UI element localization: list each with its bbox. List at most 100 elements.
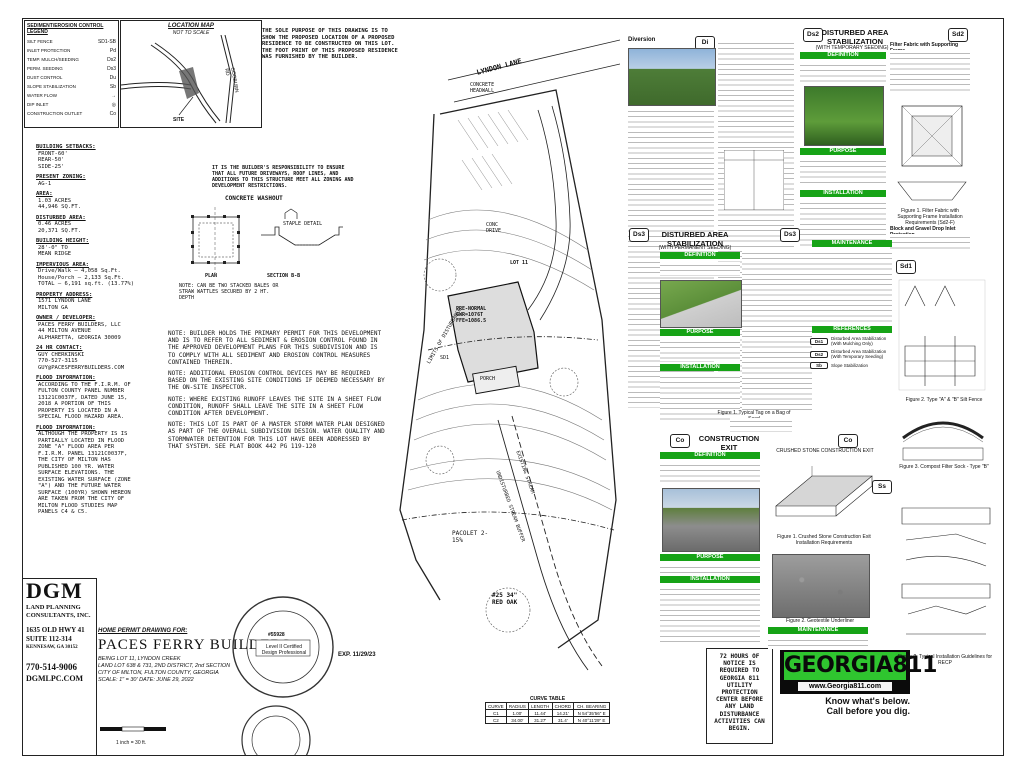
- info-heading: 24 HR CONTACT:: [36, 345, 83, 351]
- ds3-text-col2: [742, 250, 812, 410]
- know-whats-below: Know what's below. Call before you dig.: [818, 696, 910, 716]
- curve-table-cell: 31.27': [527, 716, 553, 724]
- curve-table-cell: C2: [485, 716, 507, 724]
- legend-row-label: DUST CONTROL: [27, 75, 63, 80]
- info-value: 44 MILTON AVENUE: [38, 328, 91, 334]
- ds2-photo: [804, 86, 884, 146]
- curve-table-header: LENGTH: [527, 702, 553, 710]
- ds3-definition-text: [660, 262, 740, 276]
- diversion-photo: [628, 48, 716, 106]
- legend-row-symbol: Co: [109, 110, 116, 117]
- ds2-installation-bar: INSTALLATION: [800, 190, 886, 197]
- washout-staple-label: STAPLE DETAIL: [283, 221, 323, 227]
- general-note: NOTE: ADDITIONAL EROSION CONTROL DEVICES…: [168, 370, 385, 392]
- co-purpose-text: [660, 564, 760, 574]
- scale-bar: 1 inch = 30 ft.: [100, 722, 190, 746]
- site-lot-label: LOT 11: [510, 260, 529, 266]
- reference-label: Disturbed Area Stabilization (With Mulch…: [831, 336, 887, 346]
- info-value: ACCORDING TO THE F.I.R.M. OF FULTON COUN…: [38, 381, 131, 421]
- seal-graphic: [232, 596, 334, 698]
- ds3-seed-tag-text: [730, 418, 792, 432]
- dgm-logo-block: DGM LAND PLANNING CONSULTANTS, INC. 1635…: [26, 578, 96, 753]
- maintenance-bar: MAINTENANCE: [812, 240, 892, 247]
- ds3-tag-right: Ds3: [780, 228, 800, 242]
- curve-table-header: RADIUS: [505, 702, 529, 710]
- certification-seal: #55928 Level II Certified Design Profess…: [228, 592, 338, 702]
- reference-label: Disturbed Area Stabilization (With Tempo…: [831, 349, 887, 359]
- info-heading: PRESENT ZONING:: [36, 174, 86, 180]
- co-figure2-caption: Figure 2. Geotextile Underliner: [785, 618, 855, 624]
- legend-row-symbol: Ds3: [107, 65, 116, 72]
- company-phone: 770-514-9006: [26, 662, 77, 672]
- general-note: NOTE: THIS LOT IS PART OF A MASTER STORM…: [168, 421, 385, 450]
- title-block-detail: BEING LOT 11, LYNDON CREEK: [98, 656, 181, 662]
- title-block-detail: CITY OF MILTON, FULTON COUNTY, GEORGIA: [98, 670, 219, 676]
- legend-row-label: SILT FENCE: [27, 39, 53, 44]
- legend-row-label: PERM. SEEDING: [27, 66, 63, 71]
- sd1-silt-fence-figure: [898, 279, 986, 391]
- know-line-2: Call before you dig.: [826, 706, 910, 716]
- info-heading: BUILDING SETBACKS:: [36, 144, 96, 150]
- info-value: SIDE-25': [38, 163, 65, 170]
- title-block-detail: LAND LOT 638 & 731, 2ND DISTRICT, 2nd SE…: [98, 663, 231, 669]
- washout-drawing: [191, 207, 343, 273]
- ds2-purpose-bar: PURPOSE: [800, 148, 886, 155]
- site-headwall-label: CONCRETE HEADWALL: [470, 82, 495, 94]
- georgia-811-url: www.Georgia811.com: [798, 682, 892, 691]
- legend-row-label: TEMP. MULCH/SEEDING: [27, 57, 79, 62]
- curve-table-cell: C1: [485, 709, 507, 717]
- legend-row-symbol: Sb: [109, 83, 116, 90]
- ds3-subtitle: (WITH PERMANENT SEEDING): [658, 245, 732, 251]
- ss-recp-figure: [901, 507, 991, 635]
- title-block: HOME PERMIT DRAWING FOR: PACES FERRY BUI…: [98, 628, 318, 684]
- builder-responsibility-note: IT IS THE BUILDER'S RESPONSIBILITY TO EN…: [212, 165, 354, 189]
- legend-row-symbol: Pd: [109, 47, 116, 54]
- info-value: FRONT-60': [38, 150, 68, 157]
- co-purpose-bar: PURPOSE: [660, 554, 760, 561]
- sd1-figure3-caption: Figure 3. Compost Filter Sock - Type "B": [899, 464, 989, 470]
- curve-table-title: CURVE TABLE: [529, 696, 566, 702]
- top-purpose-note: THE SOLE PURPOSE OF THIS DRAWING IS TO S…: [262, 28, 398, 60]
- ds3-purpose-text: [660, 339, 740, 361]
- co-geotextile-photo: [772, 554, 870, 618]
- info-value: 44,946 SQ.FT.: [38, 204, 82, 210]
- info-heading: PROPERTY ADDRESS:: [36, 291, 93, 298]
- ds2-subtitle: (WITH TEMPORARY SEEDING): [815, 45, 889, 51]
- location-map-site-label: SITE: [173, 117, 185, 123]
- info-value: 1.03 ACRES: [38, 197, 72, 204]
- info-value: TOTAL – 6,191 sq.ft. (13.77%): [38, 281, 135, 287]
- co-photo: [662, 488, 760, 552]
- legend-row-label: WATER FLOW: [27, 93, 57, 98]
- curve-table-header: CH. BEARING: [573, 702, 610, 710]
- ds3-title: DISTURBED AREA STABILIZATION: [661, 230, 729, 248]
- seal-text: Level II Certified Design Professional: [261, 644, 307, 656]
- info-heading: FLOOD INFORMATION:: [36, 424, 96, 431]
- ds2-title: DISTURBED AREA STABILIZATION: [821, 28, 889, 46]
- scale-bar-graphic: [100, 726, 166, 732]
- legend-row: PERM. SEEDING Ds3: [25, 64, 118, 73]
- company-address-2: SUITE 112-314: [26, 635, 72, 643]
- site-plan-drawing: [399, 39, 620, 671]
- concrete-washout-detail: CONCRETE WASHOUT PLAN SECTION B-B STAPLE…: [175, 195, 345, 310]
- sd2-figure: [897, 105, 967, 201]
- sd2-text: [890, 50, 970, 92]
- curve-table-header: CURVE: [485, 702, 507, 710]
- reference-code: Sb: [810, 362, 828, 369]
- sd1-compost-sock-figure: [902, 421, 984, 461]
- ds2-purpose-text: [800, 158, 886, 186]
- info-heading: FLOOD INFORMATION:: [36, 375, 96, 381]
- diversion-table-graphic: [724, 150, 784, 210]
- location-map: LOCATION MAP NOT TO SCALE COGBURN RD SIT…: [120, 20, 262, 128]
- legend-row-label: DIP INLET: [27, 102, 49, 107]
- legend-row: DIP INLET◎: [25, 100, 118, 109]
- ds3-tag: Ds3: [629, 228, 649, 242]
- georgia-811-brand: GEORGIA811: [784, 652, 937, 680]
- location-map-title: LOCATION MAP: [168, 23, 214, 29]
- info-value: Drive/Walk – 4,058 Sq.Ft.: [38, 268, 121, 274]
